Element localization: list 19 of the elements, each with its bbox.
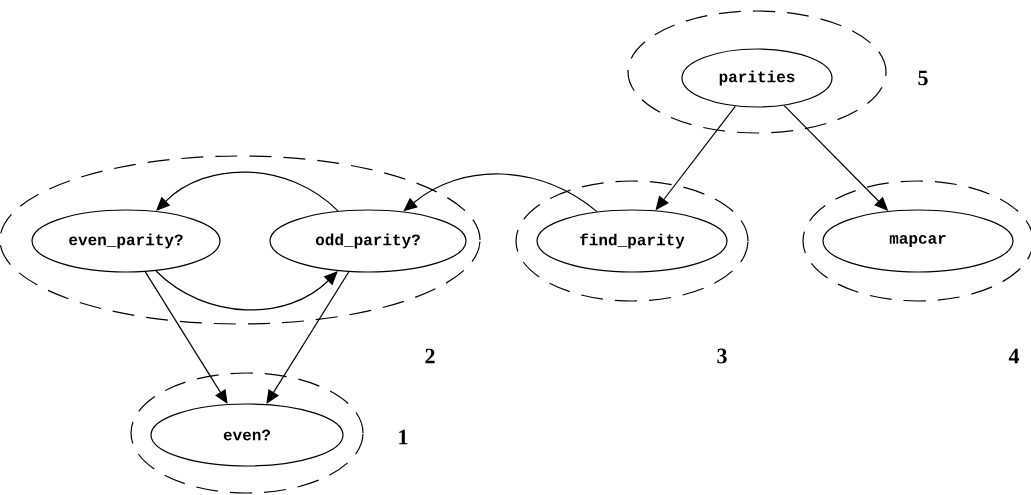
ellipse-node: mapcar: [822, 209, 1014, 273]
ellipse-node: find_parity: [536, 209, 728, 273]
arrow: [144, 271, 228, 404]
dashed-ellipse: [130, 372, 364, 494]
component-number: 1: [399, 429, 408, 445]
arrow: [266, 271, 350, 404]
component-number: 2: [425, 348, 435, 364]
component-number: 4: [1008, 348, 1020, 364]
arrow: [156, 171, 339, 212]
arrow: [155, 270, 338, 311]
ellipse-node: odd_parity?: [269, 209, 467, 273]
component-number: 3: [717, 348, 727, 364]
component-number: 5: [918, 70, 928, 86]
ellipse-node: even?: [150, 403, 344, 467]
dashed-ellipse: [515, 180, 749, 302]
arrow: [403, 173, 598, 213]
ellipse-node: even_parity?: [31, 209, 221, 273]
dashed-ellipse: [627, 10, 887, 134]
ellipse-node: parities: [681, 48, 833, 108]
